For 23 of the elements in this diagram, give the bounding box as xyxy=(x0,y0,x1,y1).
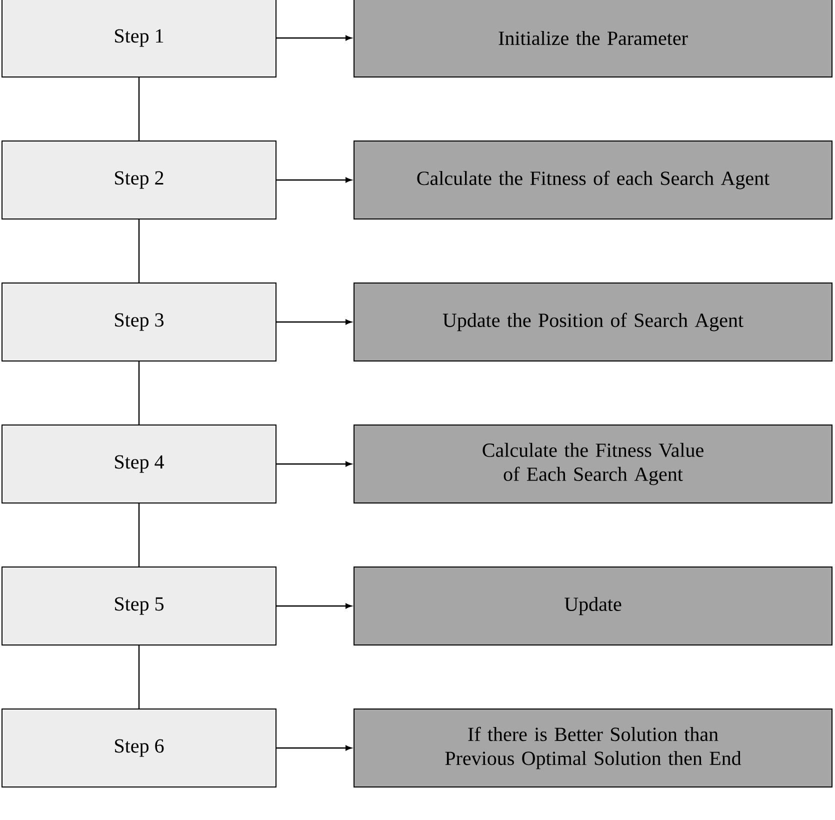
connector-line xyxy=(138,646,140,708)
arrow xyxy=(276,35,352,41)
connector-line xyxy=(138,504,140,566)
arrow xyxy=(276,461,352,467)
action-box: Update xyxy=(354,566,832,646)
step-box: Step 1 xyxy=(2,0,276,78)
action-box: If there is Better Solution than Previous Optimal Solution then End xyxy=(354,708,832,788)
connector-line xyxy=(138,362,140,424)
action-box: Calculate the Fitness of each Search Agent xyxy=(354,140,832,220)
step-box: Step 5 xyxy=(2,566,276,646)
connector-line xyxy=(138,78,140,140)
step-box: Step 2 xyxy=(2,140,276,220)
arrow xyxy=(276,603,352,609)
action-box: Update the Position of Search Agent xyxy=(354,282,832,362)
arrow xyxy=(276,177,352,183)
action-box: Calculate the Fitness Value of Each Search Agent xyxy=(354,424,832,504)
arrow xyxy=(276,319,352,325)
step-box: Step 6 xyxy=(2,708,276,788)
action-box: Initialize the Parameter xyxy=(354,0,832,78)
step-box: Step 4 xyxy=(2,424,276,504)
connector-line xyxy=(138,220,140,282)
arrow xyxy=(276,745,352,751)
step-box: Step 3 xyxy=(2,282,276,362)
